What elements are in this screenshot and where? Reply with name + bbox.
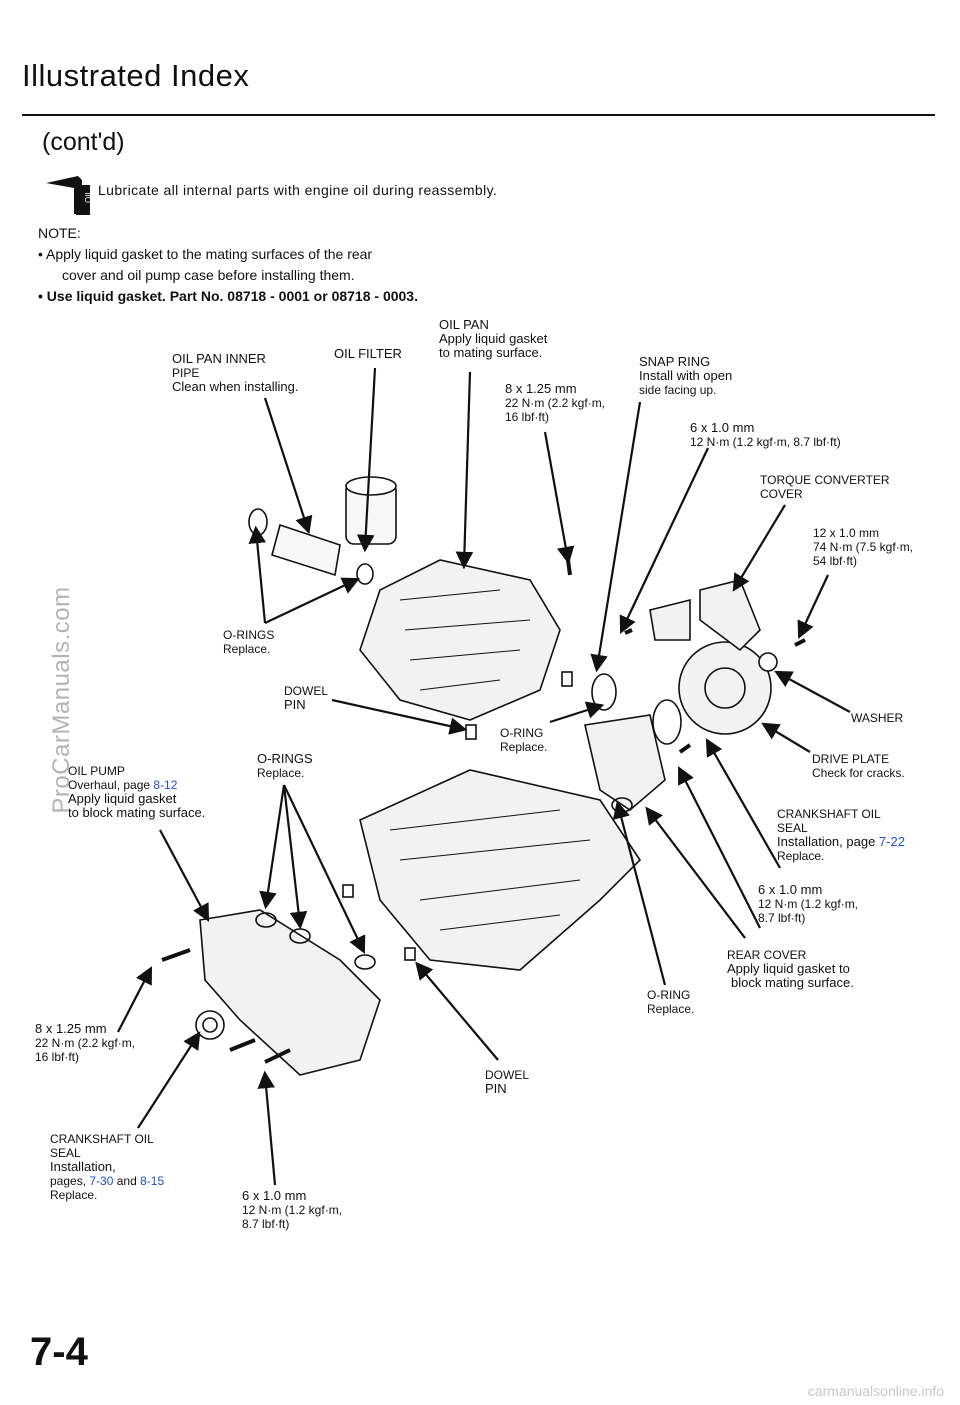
label-bolt-8x125-left: 8 x 1.25 mm 22 N·m (2.2 kgf·m, 16 lbf·ft… (35, 1021, 136, 1065)
inner-pipe (271, 523, 341, 577)
engine-block (359, 769, 642, 971)
label-o-rings-left: O-RINGS Replace. (223, 628, 275, 656)
label-oil-pan-inner-pipe: OIL PAN INNER PIPE Clean when installing… (172, 351, 299, 394)
label-torque-converter-cover: TORQUE CONVERTER COVER (760, 473, 890, 501)
footer-site: carmanualsonline.info (807, 1383, 944, 1399)
label-bolt-6x10-right: 6 x 1.0 mm 12 N·m (1.2 kgf·m, 8.7 lbf·ft… (758, 882, 859, 926)
note-block: NOTE: • Apply liquid gasket to the matin… (38, 223, 418, 307)
link-page-8-12[interactable]: 8-12 (153, 778, 178, 792)
label-oil-filter: OIL FILTER (334, 346, 402, 361)
label-bolt-12x10: 12 x 1.0 mm 74 N·m (7.5 kgf·m, 54 lbf·ft… (813, 526, 914, 568)
lubricate-note: Lubricate all internal parts with engine… (98, 182, 498, 198)
link-page-7-22[interactable]: 7-22 (878, 834, 905, 849)
label-washer: WASHER (851, 711, 904, 725)
page-title: Illustrated Index (22, 58, 250, 93)
label-o-ring-center: O-RING Replace. (500, 726, 548, 754)
oil-pan (359, 559, 561, 721)
note-line-2: cover and oil pump case before installin… (62, 267, 355, 283)
note-line-1: • Apply liquid gasket to the mating surf… (38, 246, 373, 262)
oil-pump (199, 909, 381, 1076)
label-o-ring-right: O-RING Replace. (647, 988, 695, 1016)
label-oil-pump: OIL PUMP Overhaul, page 8-12 Apply liqui… (68, 764, 206, 820)
page-number: 7-4 (30, 1330, 88, 1374)
link-page-7-30[interactable]: 7-30 (89, 1174, 114, 1188)
label-oil-pan: OIL PAN Apply liquid gasket to mating su… (439, 317, 548, 360)
label-o-rings-center: O-RINGS Replace. (257, 751, 313, 781)
note-heading: NOTE: (38, 225, 81, 241)
label-dowel-pin-top: DOWEL PIN (284, 684, 329, 712)
rear-cover (584, 714, 666, 812)
label-bolt-8x125-top: 8 x 1.25 mm 22 N·m (2.2 kgf·m, 16 lbf·ft… (505, 381, 606, 425)
link-page-8-15[interactable]: 8-15 (140, 1174, 165, 1188)
label-crankshaft-oil-seal-left: CRANKSHAFT OIL SEAL Installation, pages,… (50, 1132, 165, 1202)
title-rule (22, 114, 935, 116)
label-drive-plate: DRIVE PLATE Check for cracks. (812, 752, 905, 780)
label-snap-ring: SNAP RING Install with open side facing … (639, 354, 733, 398)
watermark: ProCarManuals.com (48, 586, 75, 814)
drive-plate (678, 641, 772, 735)
label-bolt-6x10-top: 6 x 1.0 mm 12 N·m (1.2 kgf·m, 8.7 lbf·ft… (690, 420, 841, 450)
label-dowel-pin-bottom: DOWEL PIN (485, 1068, 530, 1096)
torque-converter-cover (699, 579, 761, 652)
note-line-3: • Use liquid gasket. Part No. 08718 - 00… (38, 288, 418, 304)
page-subtitle: (cont'd) (42, 128, 125, 156)
label-rear-cover: REAR COVER Apply liquid gasket to block … (727, 948, 854, 990)
label-crankshaft-oil-seal-right: CRANKSHAFT OIL SEAL Installation, page 7… (777, 807, 905, 863)
label-bolt-6x10-bottom: 6 x 1.0 mm 12 N·m (1.2 kgf·m, 8.7 lbf·ft… (242, 1188, 343, 1232)
